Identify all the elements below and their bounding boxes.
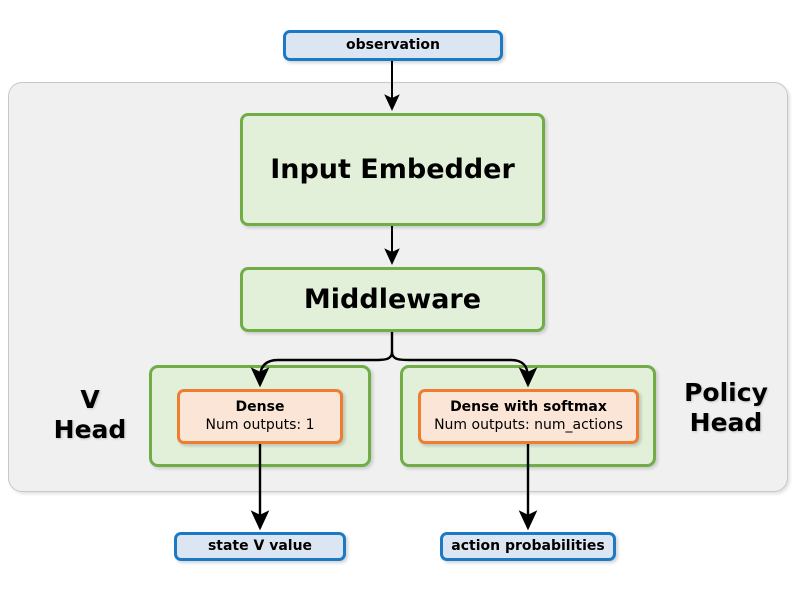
node-action-probabilities[interactable]: action probabilities (440, 532, 616, 561)
label-policy-head-line2: Head (689, 407, 763, 437)
label-policy-head: Policy Head (664, 378, 788, 437)
node-input-embedder-label: Input Embedder (270, 153, 515, 185)
node-input-embedder[interactable]: Input Embedder (240, 113, 545, 226)
label-v-head-line1: V (80, 385, 100, 414)
node-dense[interactable]: Dense Num outputs: 1 (177, 389, 343, 444)
node-dense-subtitle: Num outputs: 1 (205, 416, 315, 433)
node-action-probabilities-label: action probabilities (451, 537, 605, 554)
node-observation-label: observation (345, 36, 441, 53)
node-dense-with-softmax-title: Dense with softmax (450, 399, 607, 415)
node-middleware[interactable]: Middleware (240, 267, 545, 332)
label-policy-head-line1: Policy (684, 378, 768, 407)
node-state-v-value[interactable]: state V value (174, 532, 346, 561)
label-v-head-line2: Head (53, 414, 127, 444)
node-dense-title: Dense (235, 399, 285, 415)
node-dense-with-softmax-subtitle: Num outputs: num_actions (434, 416, 623, 433)
label-v-head: V Head (40, 385, 140, 444)
node-observation[interactable]: observation (283, 30, 503, 61)
node-state-v-value-label: state V value (207, 537, 313, 554)
node-middleware-label: Middleware (303, 283, 482, 315)
node-dense-with-softmax[interactable]: Dense with softmax Num outputs: num_acti… (418, 389, 639, 444)
